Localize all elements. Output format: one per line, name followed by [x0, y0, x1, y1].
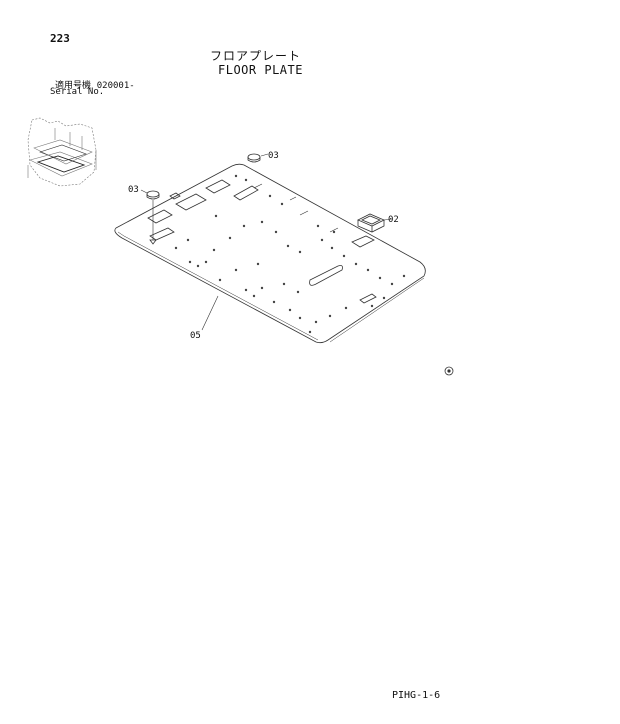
machine-locator-icon — [27, 117, 97, 187]
page-title-jp: フロアプレート — [210, 49, 302, 63]
serial-row: 適用号機 020001- — [55, 78, 135, 91]
callout-03-left: 03 — [128, 185, 139, 195]
floor-plate-05 — [114, 163, 426, 344]
page-number: 223 — [50, 32, 70, 45]
circled-mark-icon — [444, 366, 454, 376]
page-title: FLOOR PLATE — [218, 63, 303, 77]
part-02 — [357, 213, 393, 233]
callout-03-top: 03 — [268, 151, 279, 161]
callout-05: 05 — [190, 331, 201, 341]
callout-02: 02 — [388, 215, 399, 225]
serial-label: Serial No. — [50, 87, 105, 97]
serial-value: 020001- — [96, 81, 135, 91]
serial-label-jp: 適用号機 — [55, 81, 92, 91]
part-03-left — [140, 189, 160, 245]
footer-code: PIHG-1-6 — [392, 690, 441, 701]
plate-holes — [174, 174, 406, 334]
part-03-top — [247, 153, 269, 163]
